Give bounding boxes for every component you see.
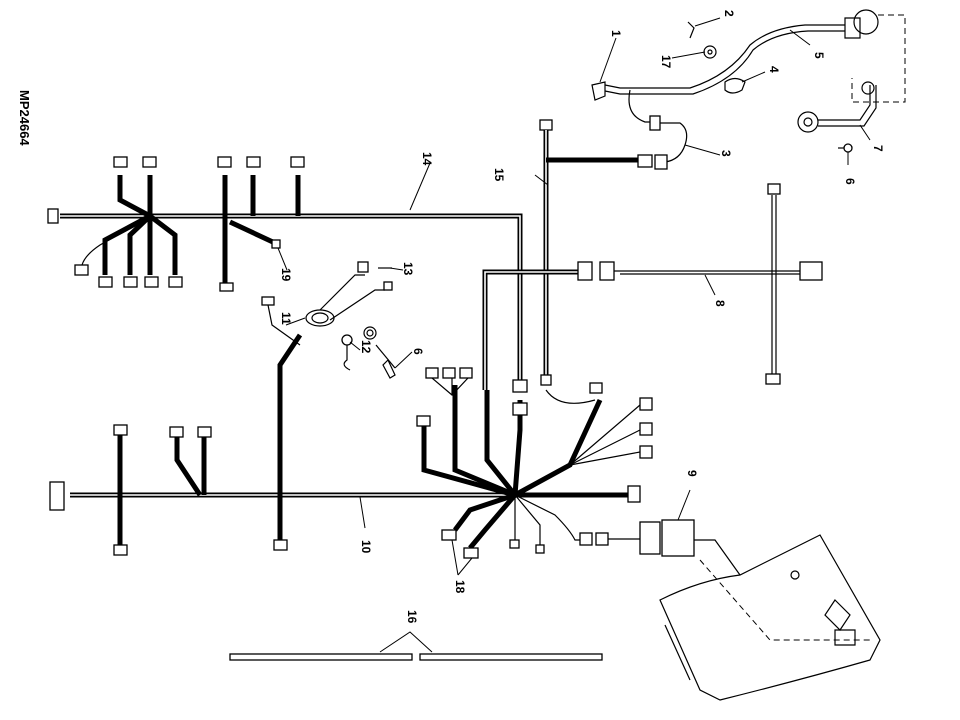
callout-18: 18 <box>453 580 467 594</box>
harness-14 <box>47 156 523 380</box>
callout-leaders <box>277 17 871 576</box>
callout-1: 1 <box>609 30 623 37</box>
callout-11: 11 <box>279 312 293 325</box>
callout-6a: 6 <box>843 178 857 185</box>
callout-10: 10 <box>359 540 373 554</box>
callout-2: 2 <box>722 10 736 17</box>
harness-8 <box>482 183 823 390</box>
controller-module-9 <box>639 519 881 701</box>
callout-19: 19 <box>279 268 293 282</box>
callout-4: 4 <box>767 66 781 73</box>
callout-8: 8 <box>713 300 727 307</box>
harness-10 <box>49 333 523 556</box>
callout-16: 16 <box>405 610 419 624</box>
callout-17: 17 <box>659 55 673 69</box>
callout-numbers: 1 2 3 4 5 6 7 6 8 9 10 11 12 13 14 15 16… <box>279 10 885 624</box>
callout-9: 9 <box>685 470 699 477</box>
callout-13: 13 <box>401 262 415 276</box>
callout-6b: 6 <box>411 348 425 355</box>
callout-3: 3 <box>719 150 733 157</box>
callout-12: 12 <box>359 340 373 354</box>
wire-strips-16 <box>229 631 603 661</box>
callout-14: 14 <box>420 152 434 166</box>
harness-branch-hub <box>416 367 653 559</box>
battery-cables <box>591 9 906 170</box>
sub-harness-11-12-13 <box>261 261 396 379</box>
callout-7: 7 <box>871 145 885 152</box>
callout-5: 5 <box>812 52 826 59</box>
harness-15 <box>539 119 653 404</box>
callout-15: 15 <box>492 168 506 182</box>
